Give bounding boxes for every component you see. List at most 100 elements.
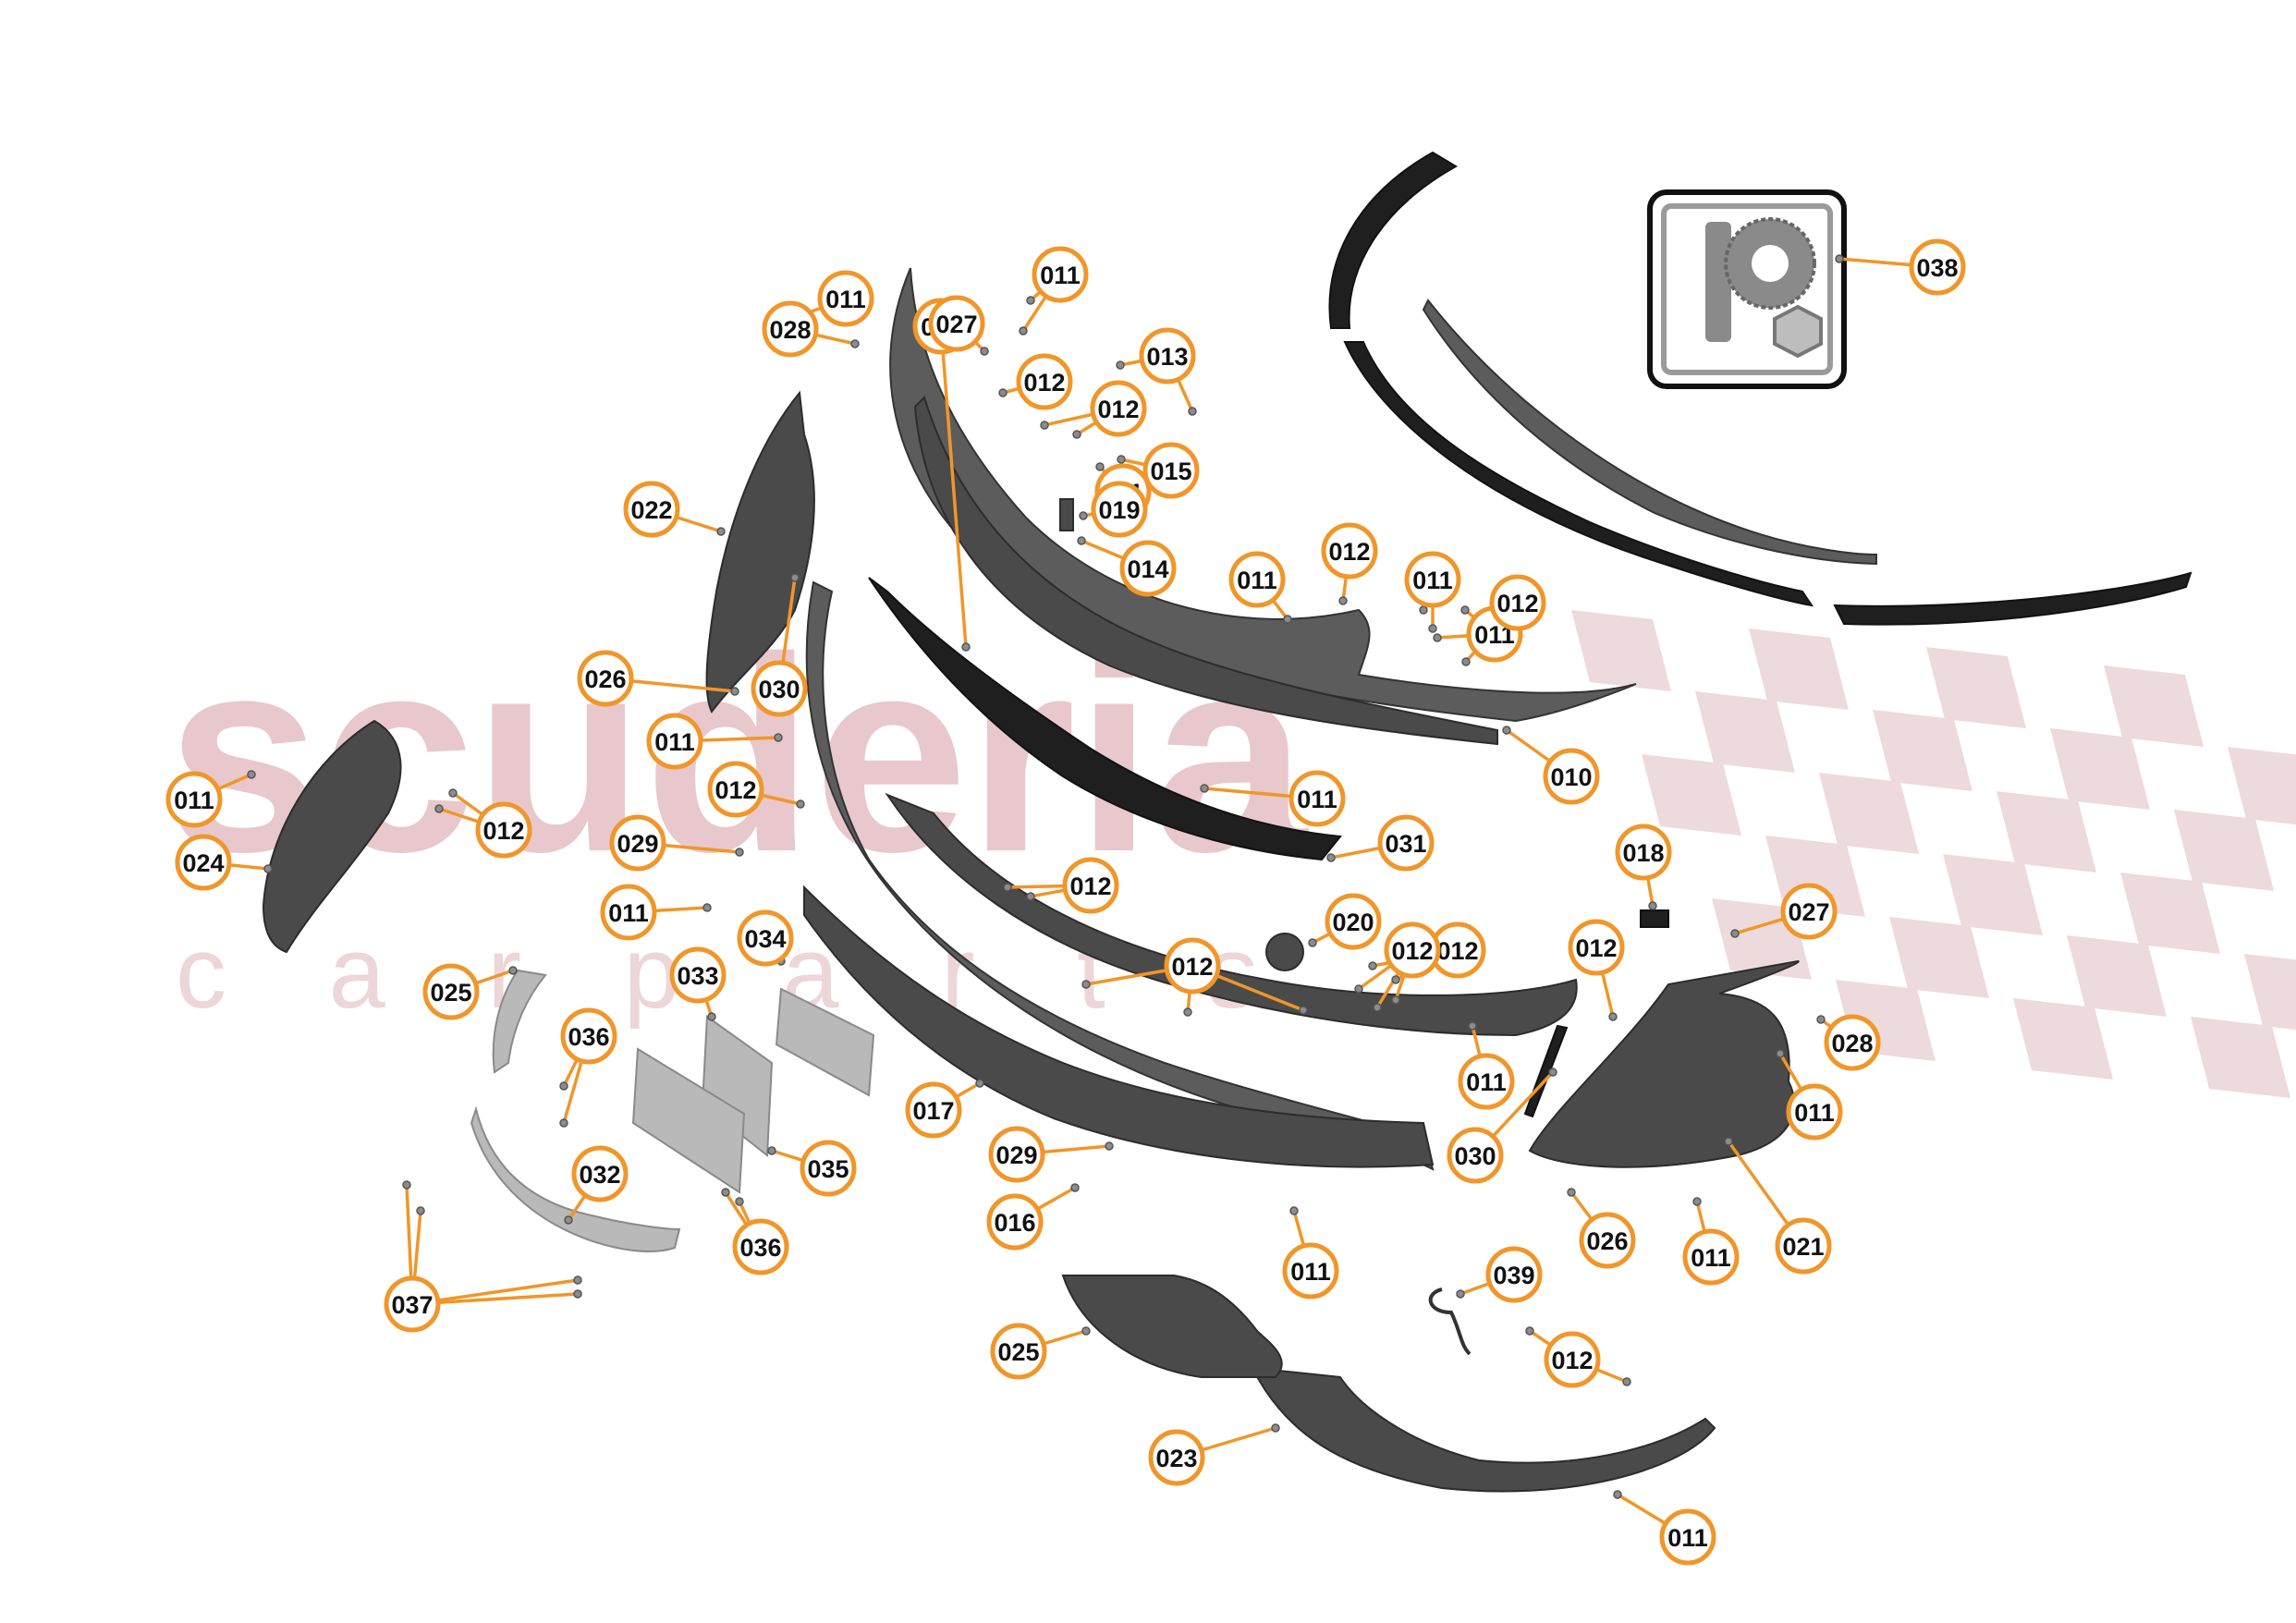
callout-011[interactable]: 011 (600, 884, 657, 941)
callout-025[interactable]: 025 (990, 1323, 1047, 1380)
callout-label: 021 (1782, 1233, 1824, 1261)
watermark-check-square (2244, 954, 2296, 1031)
fastener-dot (1026, 892, 1035, 901)
part-025-small-bracket (492, 969, 547, 1074)
callout-024[interactable]: 024 (175, 834, 232, 891)
fastener-dot (716, 527, 726, 536)
fastener-dot (721, 1188, 730, 1197)
callout-035[interactable]: 035 (800, 1140, 857, 1197)
callout-011[interactable]: 011 (1032, 246, 1089, 303)
callout-012[interactable]: 012 (1544, 1331, 1601, 1388)
fastener-dot (1724, 1137, 1733, 1146)
callout-025[interactable]: 025 (422, 963, 480, 1020)
callout-label: 011 (1040, 262, 1081, 289)
callout-label: 012 (1097, 396, 1139, 423)
part-032-bracket (470, 1105, 681, 1252)
callout-011[interactable]: 011 (817, 270, 874, 327)
callout-label: 022 (630, 496, 672, 524)
callout-label: 032 (579, 1161, 620, 1189)
callout-011[interactable]: 011 (646, 713, 703, 770)
callout-027[interactable]: 027 (1780, 883, 1838, 940)
callout-circle (571, 1145, 629, 1202)
callout-037[interactable]: 037 (384, 1275, 441, 1333)
callout-036[interactable]: 036 (732, 1218, 789, 1275)
callout-011[interactable]: 011 (1659, 1508, 1716, 1566)
callout-030[interactable]: 030 (1447, 1127, 1504, 1184)
watermark-check-square (2104, 665, 2204, 747)
callout-012[interactable]: 012 (1429, 921, 1486, 979)
callout-label: 011 (1466, 1068, 1507, 1096)
callout-014[interactable]: 014 (1119, 540, 1177, 597)
callout-017[interactable]: 017 (905, 1081, 962, 1139)
callout-012[interactable]: 012 (1062, 857, 1119, 914)
fastener-dot (1460, 605, 1470, 615)
callout-label: 020 (1332, 909, 1374, 936)
callout-019[interactable]: 019 (1091, 481, 1148, 538)
fastener-dot (1373, 1003, 1382, 1012)
callout-011[interactable]: 011 (165, 771, 223, 828)
callout-027[interactable]: 027 (928, 295, 985, 352)
part-038-grey-strip (1422, 299, 1877, 566)
callout-012[interactable]: 012 (1164, 937, 1221, 995)
callout-022[interactable]: 022 (623, 481, 680, 538)
callout-012[interactable]: 012 (1568, 919, 1625, 976)
callout-012[interactable]: 012 (1489, 574, 1546, 631)
callout-023[interactable]: 023 (1148, 1429, 1205, 1486)
part-020-connector (1265, 933, 1304, 971)
fastener-dot (1776, 1049, 1785, 1058)
callout-label: 011 (1290, 1258, 1331, 1286)
callout-012[interactable]: 012 (1384, 921, 1441, 979)
callout-013[interactable]: 013 (1139, 327, 1196, 384)
callout-021[interactable]: 021 (1775, 1217, 1832, 1275)
part-018-clip (1640, 909, 1669, 928)
callout-029[interactable]: 029 (988, 1126, 1045, 1183)
callout-label: 028 (769, 316, 811, 344)
callout-026[interactable]: 026 (1579, 1212, 1636, 1269)
callout-032[interactable]: 032 (571, 1145, 629, 1202)
callout-label: 015 (1150, 458, 1191, 485)
callout-010[interactable]: 010 (1543, 748, 1600, 805)
callout-011[interactable]: 011 (1458, 1053, 1515, 1110)
callout-012[interactable]: 012 (1016, 353, 1073, 410)
callout-circle (1615, 824, 1672, 881)
callout-011[interactable]: 011 (1682, 1228, 1740, 1286)
callout-039[interactable]: 039 (1485, 1246, 1543, 1303)
fastener-dot (1567, 1188, 1576, 1197)
callout-011[interactable]: 011 (1228, 551, 1286, 608)
callout-circle (928, 295, 985, 352)
callout-034[interactable]: 034 (737, 909, 794, 967)
callout-circle (1377, 814, 1435, 872)
fastener-dot (1816, 1015, 1826, 1024)
callout-030[interactable]: 030 (751, 660, 808, 717)
callout-036[interactable]: 036 (560, 1007, 617, 1065)
callout-011[interactable]: 011 (1288, 770, 1346, 827)
callout-circle (762, 300, 819, 358)
callout-015[interactable]: 015 (1142, 442, 1200, 499)
callout-016[interactable]: 016 (986, 1193, 1044, 1251)
callout-011[interactable]: 011 (1404, 551, 1461, 608)
callout-011[interactable]: 011 (1786, 1083, 1843, 1141)
part-017-bumper-top (885, 792, 1578, 1037)
watermark-check-square (2174, 810, 2274, 891)
fastener-dot (1433, 633, 1442, 642)
callout-026[interactable]: 026 (577, 650, 634, 707)
callout-018[interactable]: 018 (1615, 824, 1672, 881)
fastener-dot (1200, 784, 1209, 793)
callout-012[interactable]: 012 (1321, 522, 1378, 580)
callout-033[interactable]: 033 (669, 946, 727, 1004)
callout-011[interactable]: 011 (1282, 1242, 1339, 1300)
callout-028[interactable]: 028 (1824, 1014, 1881, 1071)
callout-028[interactable]: 028 (762, 300, 819, 358)
callout-029[interactable]: 029 (609, 814, 666, 872)
fastener-dot (1354, 984, 1363, 994)
callout-020[interactable]: 020 (1325, 893, 1382, 950)
callout-012[interactable]: 012 (475, 801, 532, 859)
callout-label: 033 (677, 962, 718, 990)
callout-012[interactable]: 012 (707, 761, 764, 818)
callout-031[interactable]: 031 (1377, 814, 1435, 872)
callout-038[interactable]: 038 (1909, 238, 1966, 296)
callout-012[interactable]: 012 (1090, 380, 1147, 437)
callout-label: 012 (1551, 1347, 1593, 1374)
callout-circle (1091, 481, 1148, 538)
part-039-harness (1428, 1287, 1472, 1356)
